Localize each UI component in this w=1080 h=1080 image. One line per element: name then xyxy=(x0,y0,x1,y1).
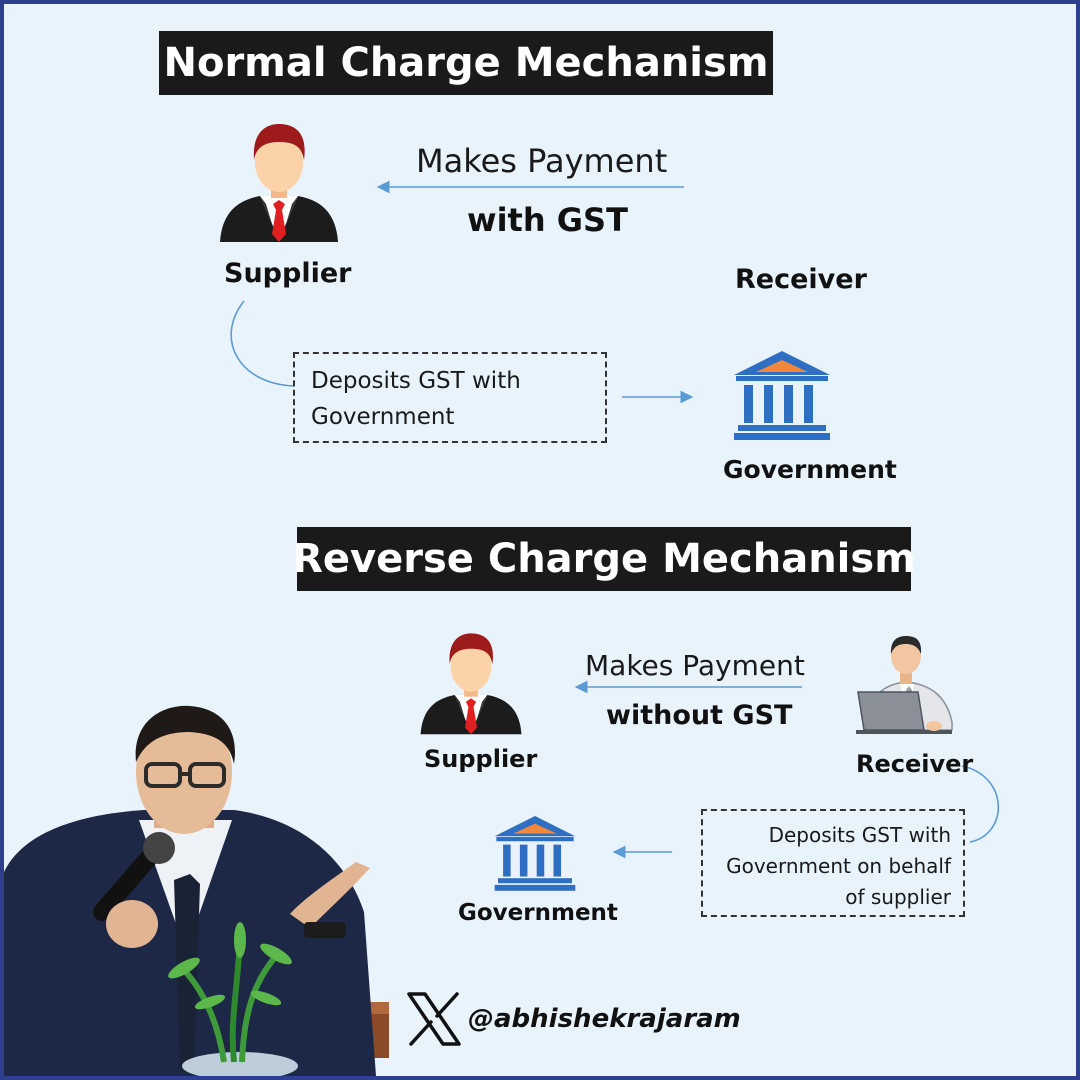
person-at-laptop-icon xyxy=(856,636,953,734)
normal-payment-line1: Makes Payment xyxy=(416,142,668,180)
government-building-icon xyxy=(734,351,830,440)
reverse-title: Reverse Charge Mechanism xyxy=(292,527,916,591)
reverse-payment-line2: without GST xyxy=(606,700,793,731)
normal-payment-line2: with GST xyxy=(467,201,628,239)
connector-layer xyxy=(230,180,1000,859)
reverse-receiver-label: Receiver xyxy=(856,750,974,778)
speaker-photo xyxy=(4,705,389,1076)
normal-deposit-box: Deposits GST with Government xyxy=(293,352,607,443)
normal-deposit-line2: Government xyxy=(311,404,455,430)
government-building-icon xyxy=(494,816,576,891)
x-logo-icon xyxy=(407,992,461,1046)
normal-supplier-label: Supplier xyxy=(224,258,352,289)
normal-title: Normal Charge Mechanism xyxy=(159,31,773,95)
normal-receiver-label: Receiver xyxy=(735,264,867,295)
reverse-payment-line1: Makes Payment xyxy=(585,649,805,682)
reverse-deposit-box: Deposits GST with Government on behalf o… xyxy=(701,809,965,917)
footer-handle: @abhishekrajaram xyxy=(468,1004,741,1034)
reverse-supplier-label: Supplier xyxy=(424,745,538,773)
reverse-deposit-line1: Deposits GST with xyxy=(768,823,951,847)
reverse-deposit-line3: of supplier xyxy=(845,885,951,909)
businessman-icon xyxy=(420,633,522,735)
businessman-icon xyxy=(220,124,338,242)
normal-supplier-connector xyxy=(230,300,295,387)
reverse-receiver-connector xyxy=(961,765,1000,843)
reverse-government-label: Government xyxy=(458,900,618,926)
reverse-deposit-line2: Government on behalf xyxy=(726,854,951,878)
normal-deposit-line1: Deposits GST with xyxy=(311,368,521,394)
normal-government-label: Government xyxy=(723,455,897,484)
